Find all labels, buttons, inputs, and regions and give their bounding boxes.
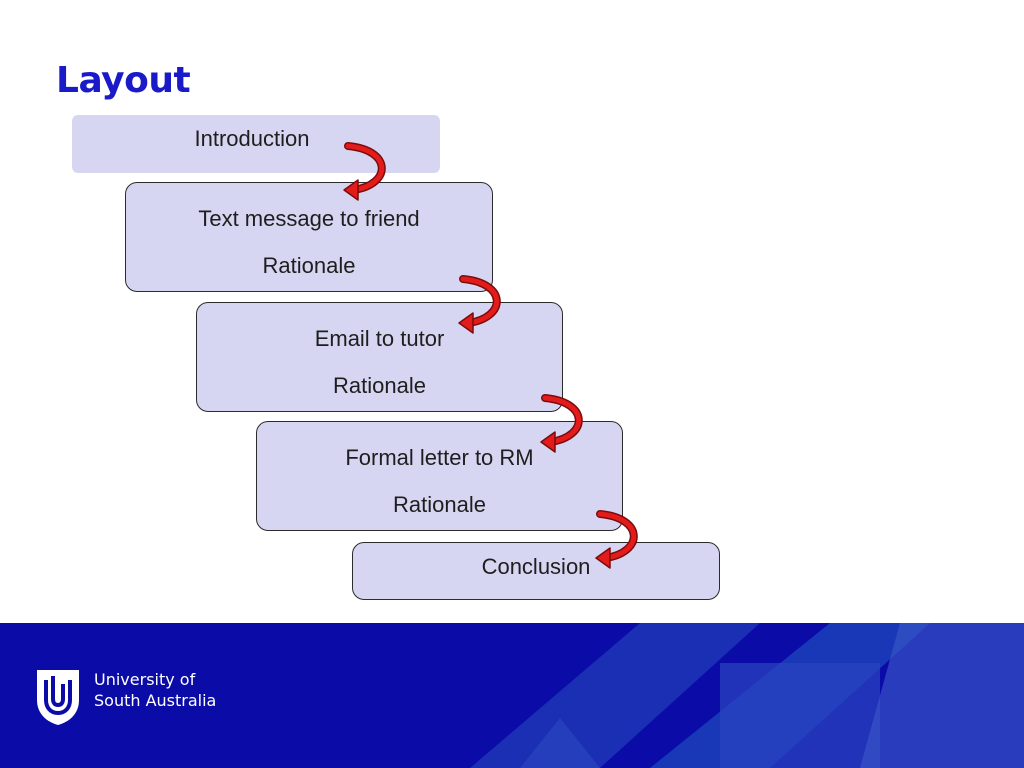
footer-pattern [470, 623, 1024, 768]
university-name-line1: University of [94, 670, 196, 689]
step-introduction: Introduction [72, 115, 440, 173]
step-label: Formal letter to RM [345, 445, 534, 470]
unisa-logo-icon [37, 670, 79, 725]
step-label: Text message to friend [198, 206, 420, 231]
step-sublabel: Rationale [393, 492, 486, 517]
step-sublabel: Rationale [262, 253, 356, 278]
step-text-message: Text message to friend Rationale [125, 182, 493, 292]
step-email: Email to tutor Rationale [196, 302, 563, 412]
university-footer: University of South Australia [0, 623, 1024, 768]
university-name: University of South Australia [94, 669, 216, 711]
step-label: Email to tutor [314, 326, 445, 351]
slide-title: Layout [56, 60, 191, 101]
step-label: Introduction [194, 126, 310, 151]
step-label: Conclusion [481, 554, 591, 579]
step-sublabel: Rationale [333, 373, 426, 398]
university-name-line2: South Australia [94, 691, 217, 710]
step-conclusion: Conclusion [352, 542, 720, 600]
step-formal-letter: Formal letter to RM Rationale [256, 421, 623, 531]
